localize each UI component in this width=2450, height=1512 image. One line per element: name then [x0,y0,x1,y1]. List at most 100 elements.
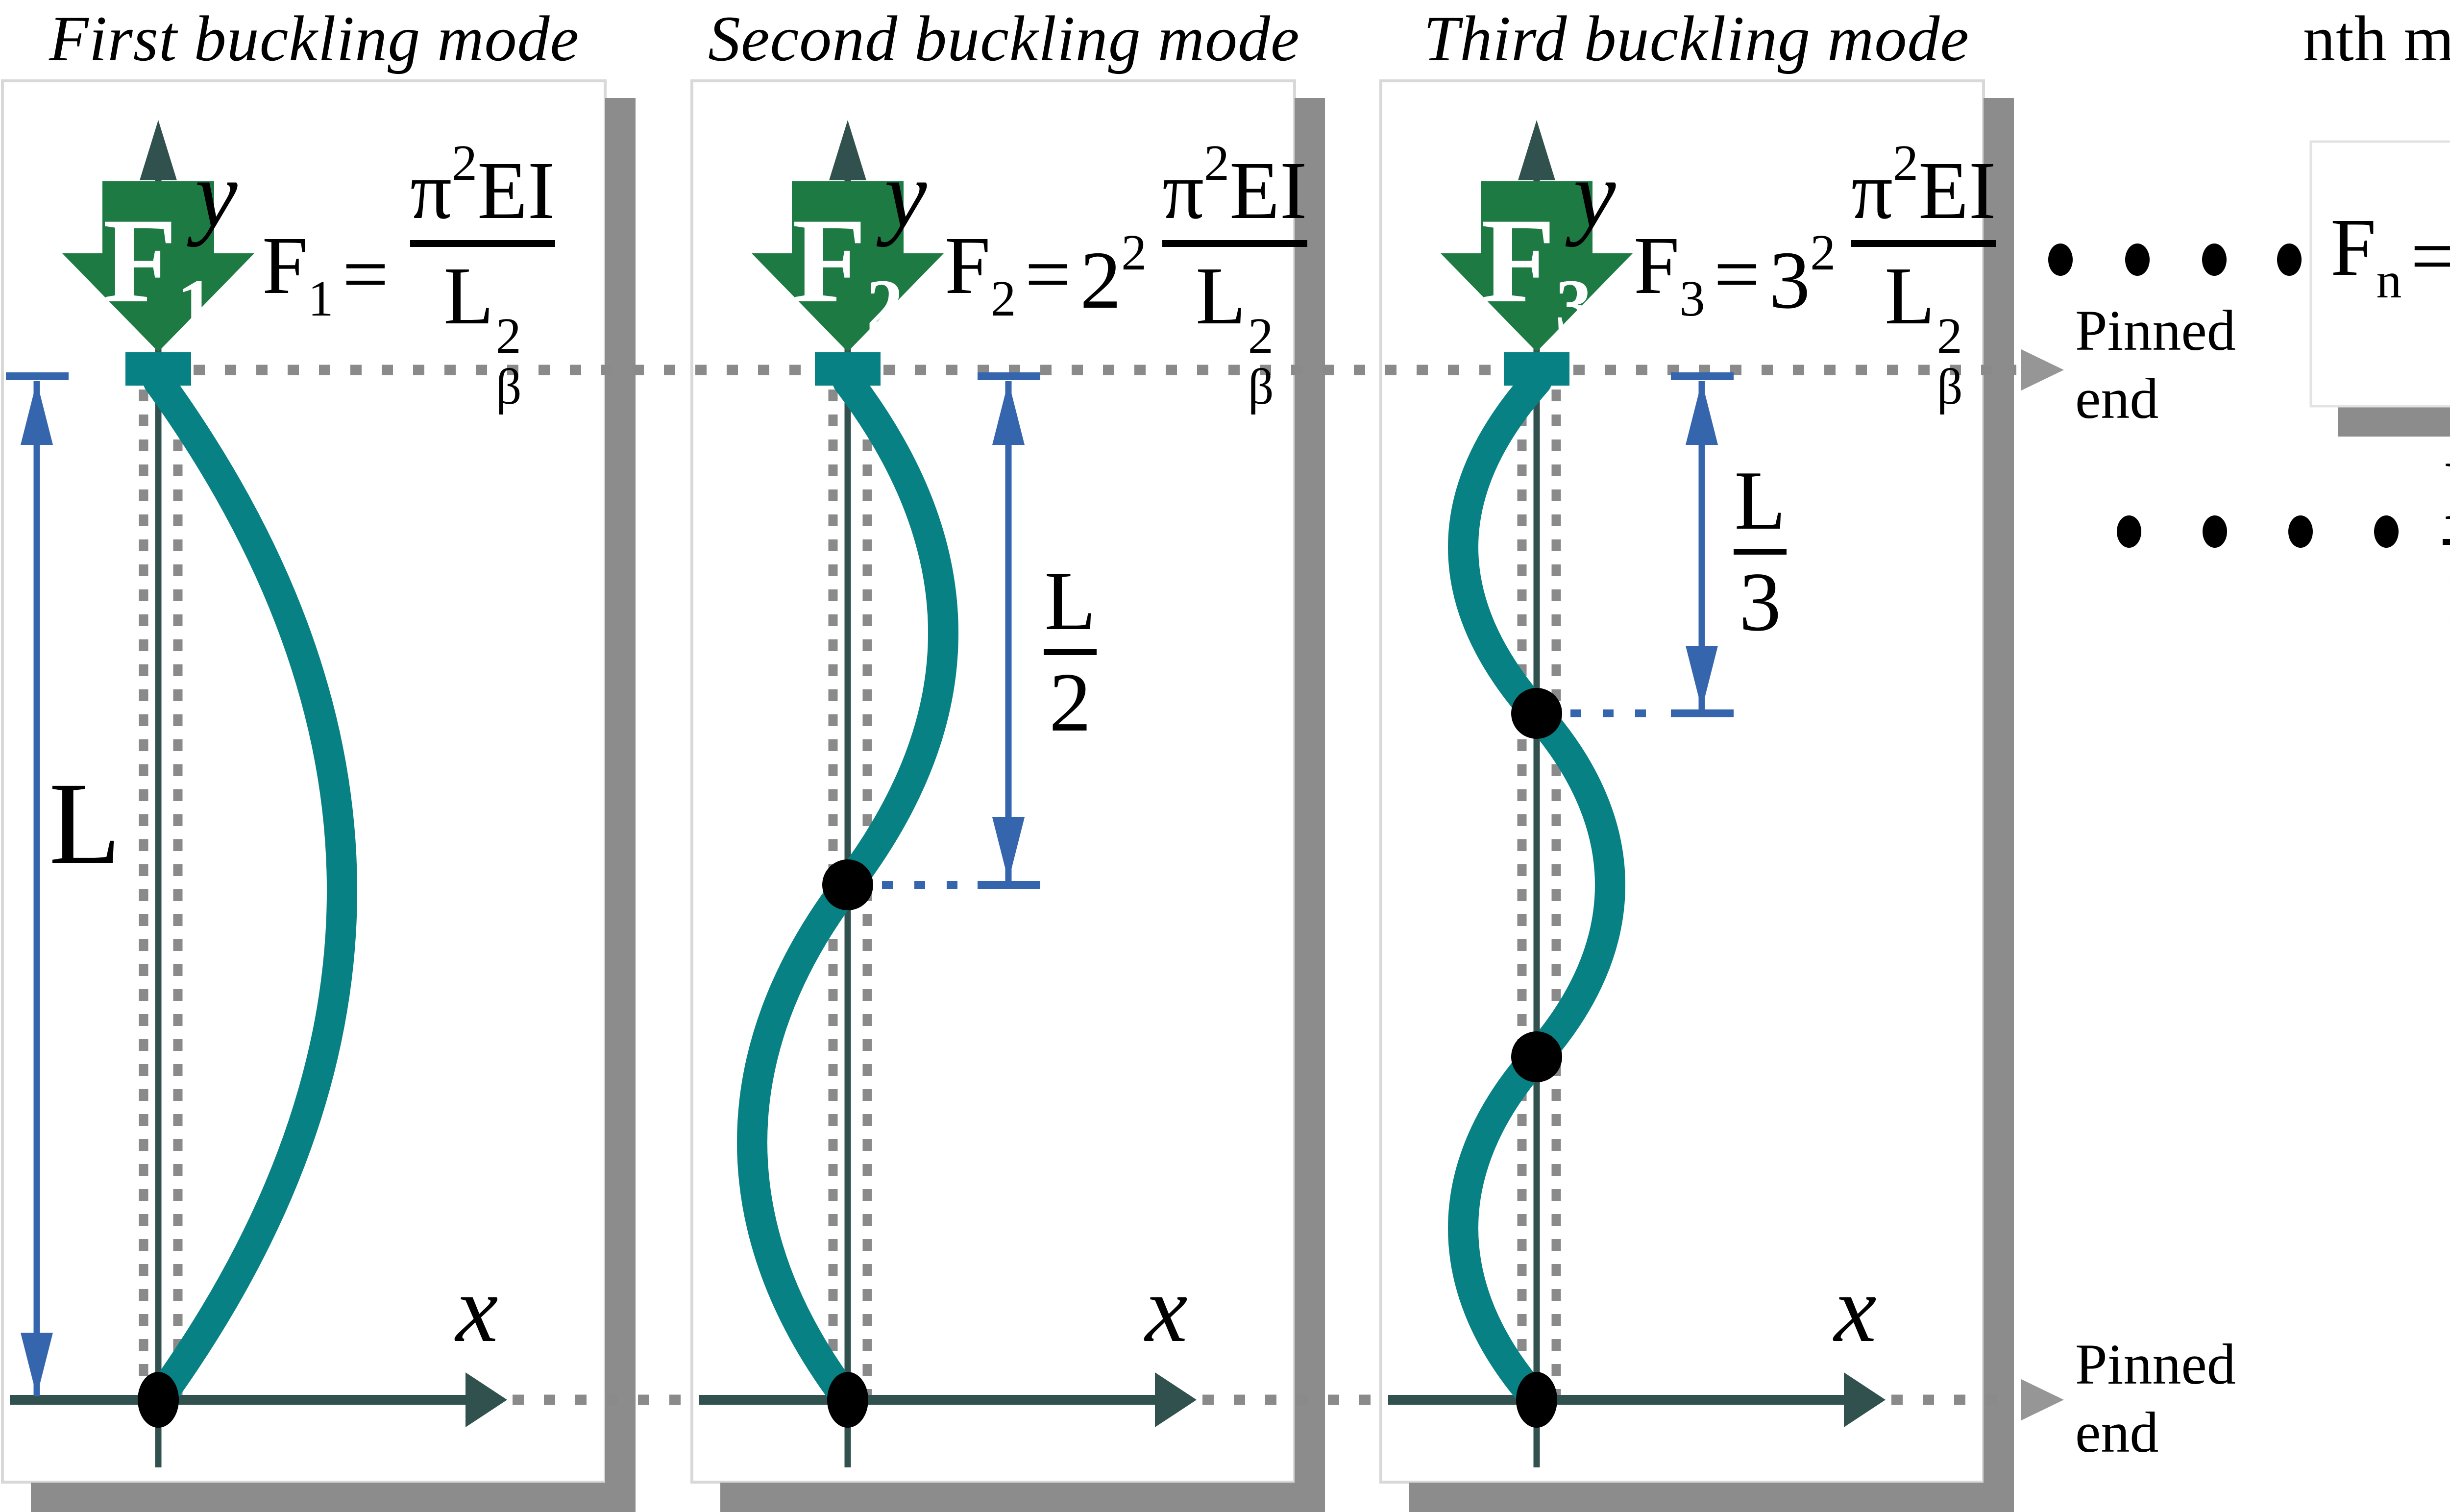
ellipsis-dot [2202,244,2227,276]
fraction-bar [410,240,555,247]
nth-mode-ellipsis-top [2048,244,2302,276]
coefficient-value: 2 [1080,235,1122,326]
pinned-end-label-top: Pinned end [2075,296,2236,433]
ellipsis-dot [2048,244,2073,276]
panel-1-graphics [6,120,507,1467]
equals-sign: = [2410,210,2450,302]
fraction-bar [1044,649,1097,656]
dimension-label-ln: L n [2443,448,2450,636]
pinned-end-line1: Pinned [2075,1332,2236,1396]
inflection-node-dot-1 [1511,688,1562,739]
panel-3-graphics [1388,120,1886,1467]
fraction-numerator: L [1044,555,1096,648]
panel-1-box [1,79,607,1484]
fraction-numerator: π2EI [410,136,555,234]
fraction-denominator: 3 [1739,556,1781,649]
inflection-node-dot [822,859,873,910]
nth-mode-ellipsis-middle [2117,515,2399,548]
panel-3-wall-bottom [1409,1483,2014,1512]
inflection-node-dot-2 [1511,1031,1562,1082]
formula-lhs-subscript: n [2376,252,2402,309]
length-exponent: 2 [495,307,521,364]
formula-fn: Fn = n2 π2EI L2β [2330,147,2450,365]
dim-l2-arrow-down-icon [992,817,1025,881]
panel-2-wall-bottom [720,1483,1325,1512]
panel-3-wall-right [1984,98,2014,1512]
panel-1-wall-bottom [31,1483,636,1512]
y-axis-arrow-icon [140,120,177,180]
length-subscript: β [1248,358,1274,415]
panel-1-title: First buckling mode [49,2,580,74]
pi-symbol: π [1162,145,1204,237]
dimension-label-l: L [49,758,121,888]
formula-lhs: F1 [262,224,333,324]
pinned-end-top-arrow-icon [2021,349,2064,390]
dim-l-arrow-down-icon [21,1333,53,1396]
panel-2-wall-right [1295,98,1325,1512]
formula-symbol: F [945,220,991,311]
ellipsis-dot [2117,515,2141,548]
force-arrow-f3-icon [1441,181,1633,352]
formula-lhs: F2 [945,224,1016,324]
formula-lhs-subscript: 3 [1679,270,1705,327]
fraction-bar [1162,240,1307,247]
length-exponent: 2 [1936,307,1962,364]
pinned-end-label-bottom: Pinned end [2075,1330,2236,1466]
dim-l3-arrow-down-icon [1686,646,1718,709]
fraction-numerator: π2EI [1162,136,1307,234]
force-subscript: 1 [177,265,214,346]
ei-term: EI [1229,145,1307,237]
x-axis-arrow-icon [466,1372,507,1427]
fraction-numerator: L [1734,454,1786,547]
fraction-numerator: L [2443,448,2450,534]
coefficient-exponent: 2 [1121,224,1147,281]
dimension-label-l2: L 2 [1044,555,1097,746]
panel-3-box [1379,79,1985,1484]
x-axis-arrow-icon [1844,1372,1886,1427]
fraction-bar [1734,549,1787,555]
fraction-numerator: π2EI [1851,136,1996,234]
ei-term: EI [1918,145,1996,237]
force-arrow-f2-icon [752,181,944,352]
length-symbol: L [1196,250,1246,341]
pi-exponent: 2 [452,135,478,192]
panel-4-title: nth mode buckling [2303,2,2450,74]
pinned-end-line2: end [2075,366,2159,431]
origin-pin-dot [1516,1372,1557,1428]
formula-symbol: F [1634,220,1680,311]
formula-symbol: F [262,220,308,311]
pi-symbol: π [1851,145,1893,237]
ellipsis-dot [2277,244,2302,276]
force-subscript: 3 [1555,265,1592,346]
length-subscript: β [495,358,522,415]
pi-symbol: π [410,145,452,237]
mode-coefficient: 22 [1080,224,1147,322]
pi-exponent: 2 [1893,135,1919,192]
origin-pin-dot [138,1372,179,1428]
force-symbol: F [792,193,867,328]
coefficient-exponent: 2 [1810,224,1836,281]
mode-coefficient: 32 [1769,224,1836,322]
pinned-end-bottom-arrow-icon [2021,1379,2064,1420]
pinned-end-line2: end [2075,1400,2159,1465]
nth-formula-box-face [2309,140,2450,408]
y-axis-arrow-icon [829,120,866,180]
length-subscript: β [1936,358,1963,415]
equals-sign: = [1025,229,1072,320]
force-label-f1: F1 [90,200,227,342]
coefficient-value: 3 [1769,235,1811,326]
fraction-bar [2443,539,2450,545]
formula-lhs-subscript: 2 [990,270,1016,327]
panel-1-frame [1,79,636,1512]
pinned-end-line1: Pinned [2075,298,2236,363]
